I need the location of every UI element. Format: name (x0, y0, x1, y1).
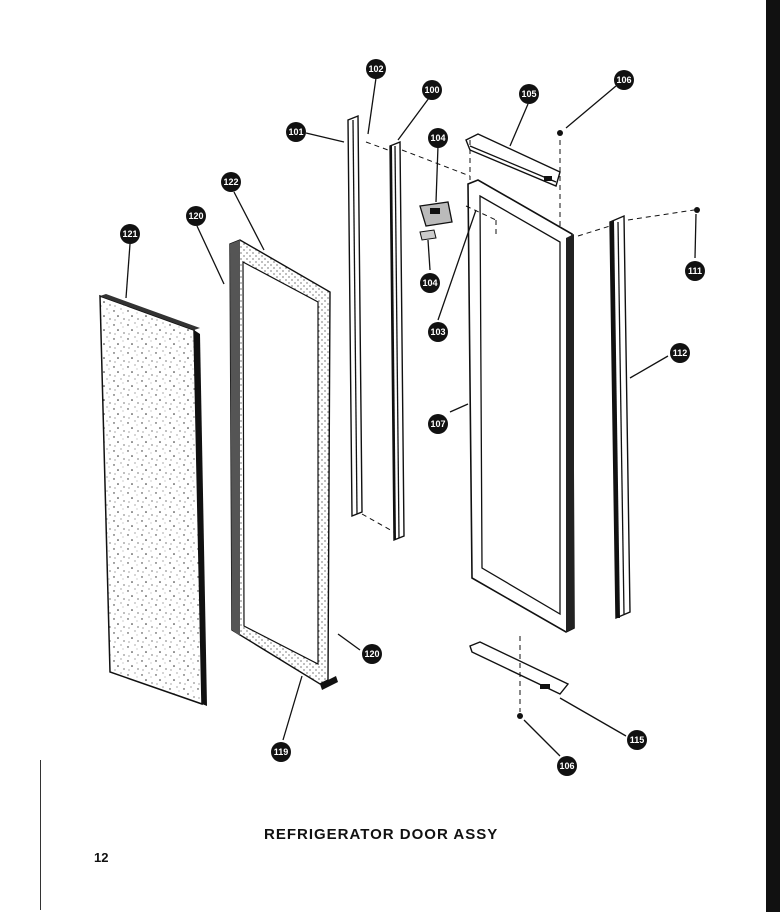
svg-text:106: 106 (559, 761, 574, 771)
vertical-strip-112 (609, 214, 631, 620)
callout-120-bottom: 120 (362, 644, 382, 664)
callout-102: 102 (366, 59, 386, 79)
callout-122: 122 (221, 172, 241, 192)
screw-top-106 (557, 130, 563, 136)
callout-106-bottom: 106 (557, 756, 577, 776)
bottom-channel-115 (469, 641, 570, 695)
top-channel-105 (465, 133, 561, 187)
gasket-frame-122 (229, 239, 338, 690)
callout-120-top: 120 (186, 206, 206, 226)
svg-text:112: 112 (673, 348, 688, 358)
callout-104-top: 104 (428, 128, 448, 148)
svg-text:103: 103 (430, 327, 445, 337)
svg-text:119: 119 (274, 747, 289, 757)
callout-107: 107 (428, 414, 448, 434)
callout-121: 121 (120, 224, 140, 244)
svg-text:104: 104 (422, 278, 437, 288)
vertical-strip-101 (347, 114, 363, 518)
assembly-lines (361, 140, 695, 712)
callout-100: 100 (422, 80, 442, 100)
svg-text:111: 111 (688, 266, 702, 276)
vertical-strip-100 (389, 140, 405, 542)
callout-104-bottom: 104 (420, 273, 440, 293)
callout-103: 103 (428, 322, 448, 342)
page-title: REFRIGERATOR DOOR ASSY (264, 826, 499, 843)
scan-edge (766, 0, 780, 912)
callout-115: 115 (627, 730, 647, 750)
page-number: 12 (94, 850, 109, 865)
screw-bottom-106 (517, 713, 523, 719)
svg-text:115: 115 (630, 735, 645, 745)
svg-text:107: 107 (430, 419, 445, 429)
callout-105: 105 (519, 84, 539, 104)
svg-text:106: 106 (616, 75, 631, 85)
svg-text:104: 104 (430, 133, 445, 143)
callout-119: 119 (271, 742, 291, 762)
hinge-bracket-104 (419, 201, 453, 241)
svg-text:100: 100 (424, 85, 439, 95)
door-liner-107 (467, 179, 575, 633)
insulation-panel-121 (99, 294, 207, 706)
leader-lines (125, 77, 697, 757)
callout-112: 112 (670, 343, 690, 363)
svg-text:101: 101 (288, 127, 303, 137)
screw-111 (694, 207, 700, 213)
svg-text:102: 102 (368, 64, 383, 74)
scan-margin-line (40, 760, 41, 910)
svg-text:120: 120 (364, 649, 379, 659)
callout-106-top: 106 (614, 70, 634, 90)
svg-text:105: 105 (521, 89, 536, 99)
callout-101: 101 (286, 122, 306, 142)
svg-text:120: 120 (188, 211, 203, 221)
svg-text:122: 122 (223, 177, 238, 187)
svg-text:121: 121 (122, 229, 137, 239)
callout-111: 111 (685, 261, 705, 281)
